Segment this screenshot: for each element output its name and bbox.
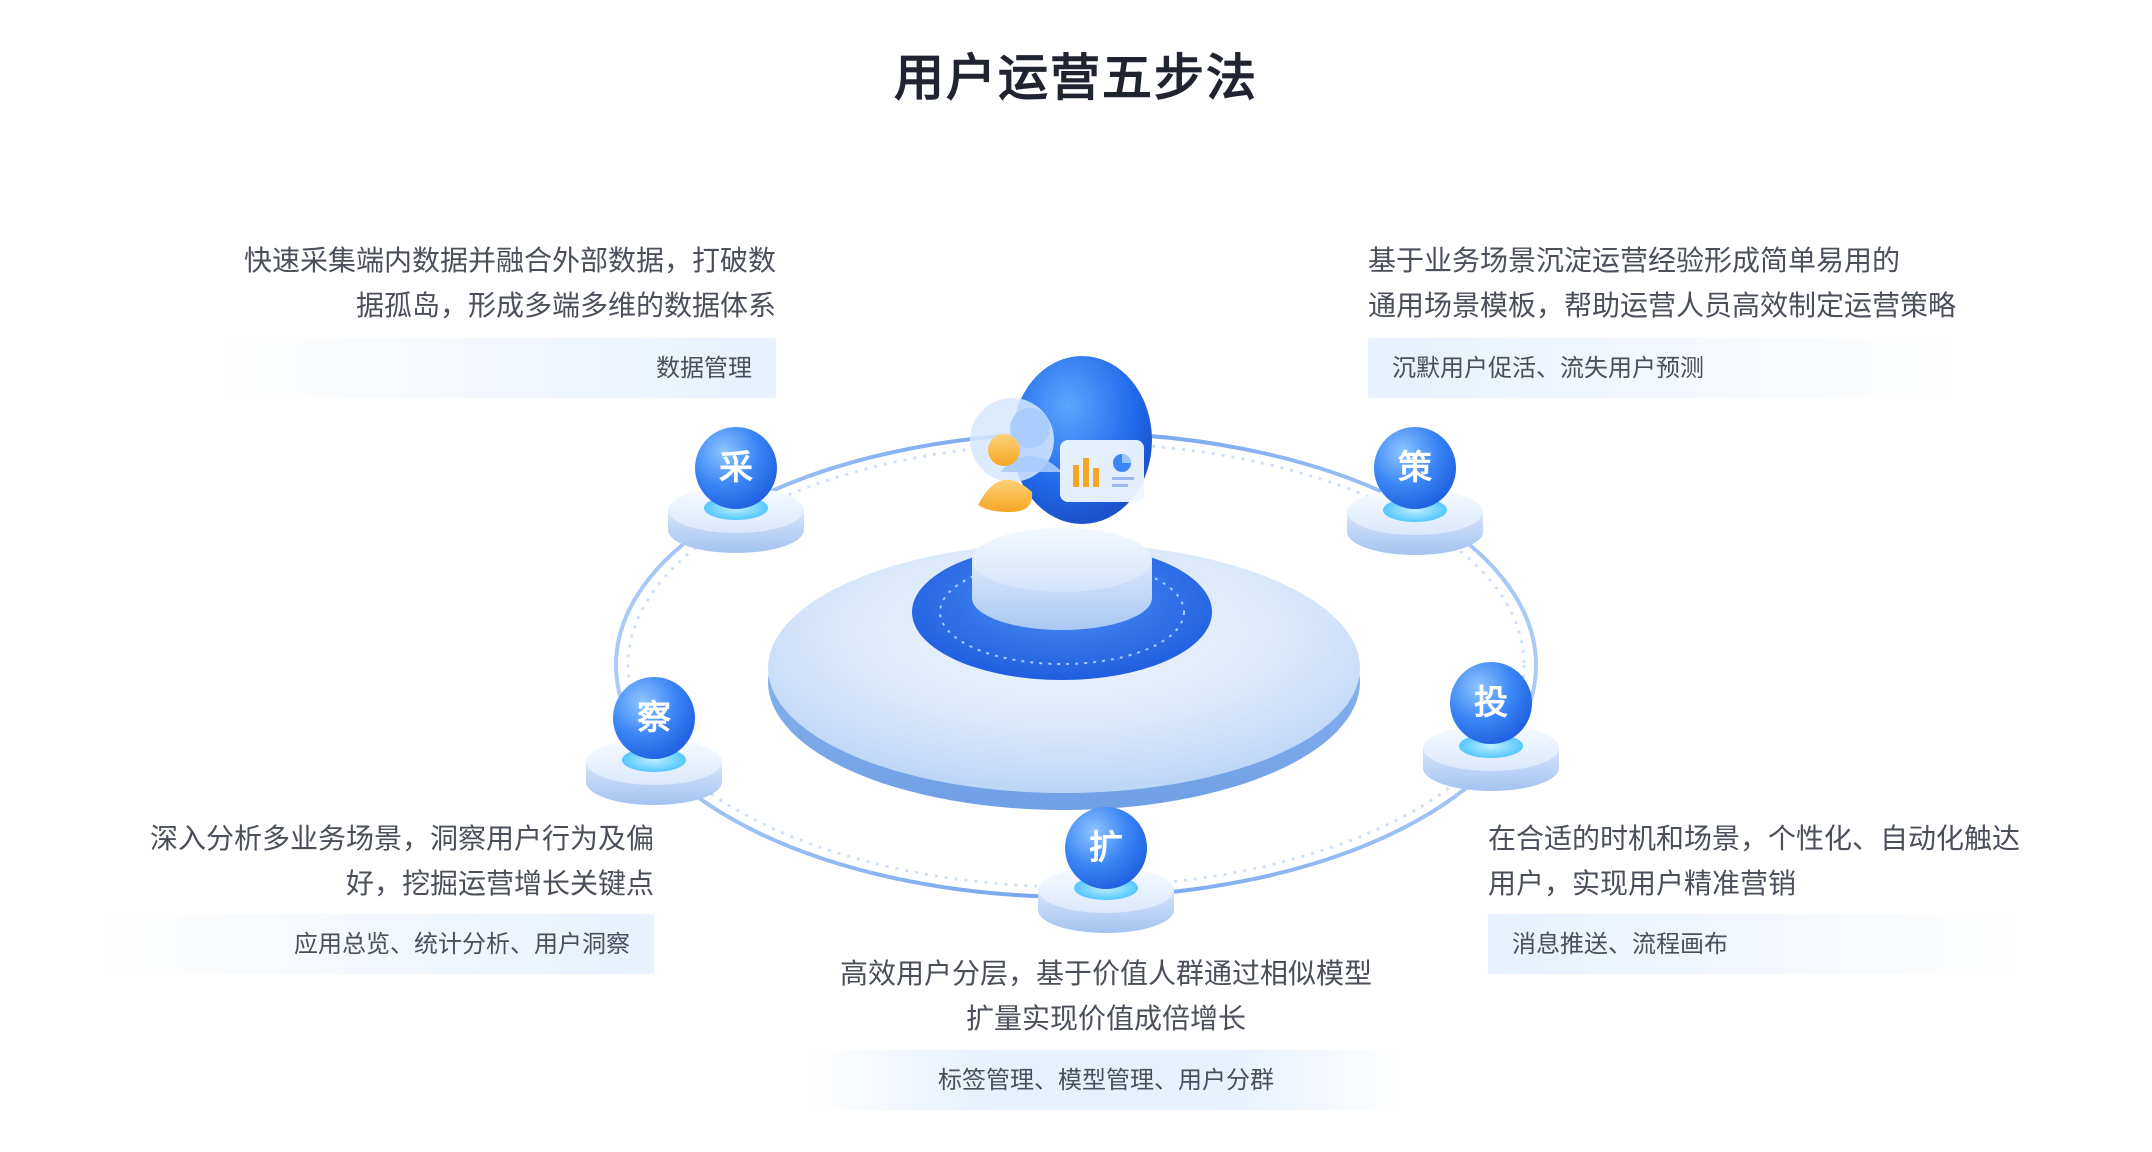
step-tag-ce: 沉默用户促活、流失用户预测 (1368, 338, 1968, 398)
node-cai (668, 427, 804, 553)
description-line: 深入分析多业务场景，洞察用户行为及偏 (149, 822, 654, 855)
node-cha (586, 677, 722, 805)
node-ce (1347, 427, 1483, 555)
step-tag-kuo: 标签管理、模型管理、用户分群 (806, 1050, 1406, 1110)
description-line: 基于业务场景沉淀运营经验形成简单易用的 (1368, 244, 1901, 277)
bar-chart-icon (1073, 465, 1079, 487)
description-line: 通用场景模板，帮助运营人员高效制定运营策略 (1368, 289, 1957, 322)
step-char-kuo: 扩 (1089, 828, 1123, 868)
step-description-ce: 基于业务场景沉淀运营经验形成简单易用的 通用场景模板，帮助运营人员高效制定运营策… (1368, 238, 2068, 328)
description-line: 用户，实现用户精准营销 (1488, 867, 1797, 900)
description-line: 扩量实现价值成倍增长 (965, 1002, 1246, 1035)
node-kuo (1038, 807, 1174, 933)
step-description-cai: 快速采集端内数据并融合外部数据，打破数 据孤岛，形成多端多维的数据体系 (160, 238, 776, 328)
dashboard-card-icon (1060, 440, 1144, 502)
step-char-ce: 策 (1398, 448, 1432, 488)
step-char-cai: 采 (719, 448, 753, 488)
step-tag-cha: 应用总览、统计分析、用户洞察 (90, 914, 654, 974)
step-char-cha: 察 (637, 698, 671, 738)
step-description-tou: 在合适的时机和场景，个性化、自动化触达 用户，实现用户精准营销 (1488, 816, 2108, 906)
description-line: 据孤岛，形成多端多维的数据体系 (355, 289, 776, 322)
description-line: 快速采集端内数据并融合外部数据，打破数 (243, 244, 776, 277)
description-line: 高效用户分层，基于价值人群通过相似模型 (839, 957, 1372, 990)
node-tou (1423, 662, 1559, 791)
step-tag-cai: 数据管理 (210, 338, 776, 398)
step-tag-tou: 消息推送、流程画布 (1488, 914, 2028, 974)
step-char-tou: 投 (1474, 683, 1508, 723)
description-line: 在合适的时机和场景，个性化、自动化触达 (1488, 822, 2021, 855)
description-line: 好，挖掘运营增长关键点 (345, 867, 654, 900)
page-title: 用户运营五步法 (894, 49, 1258, 107)
step-description-kuo: 高效用户分层，基于价值人群通过相似模型 扩量实现价值成倍增长 (776, 951, 1436, 1041)
center-icon-group (970, 356, 1152, 524)
step-description-cha: 深入分析多业务场景，洞察用户行为及偏 好，挖掘运营增长关键点 (60, 816, 654, 906)
